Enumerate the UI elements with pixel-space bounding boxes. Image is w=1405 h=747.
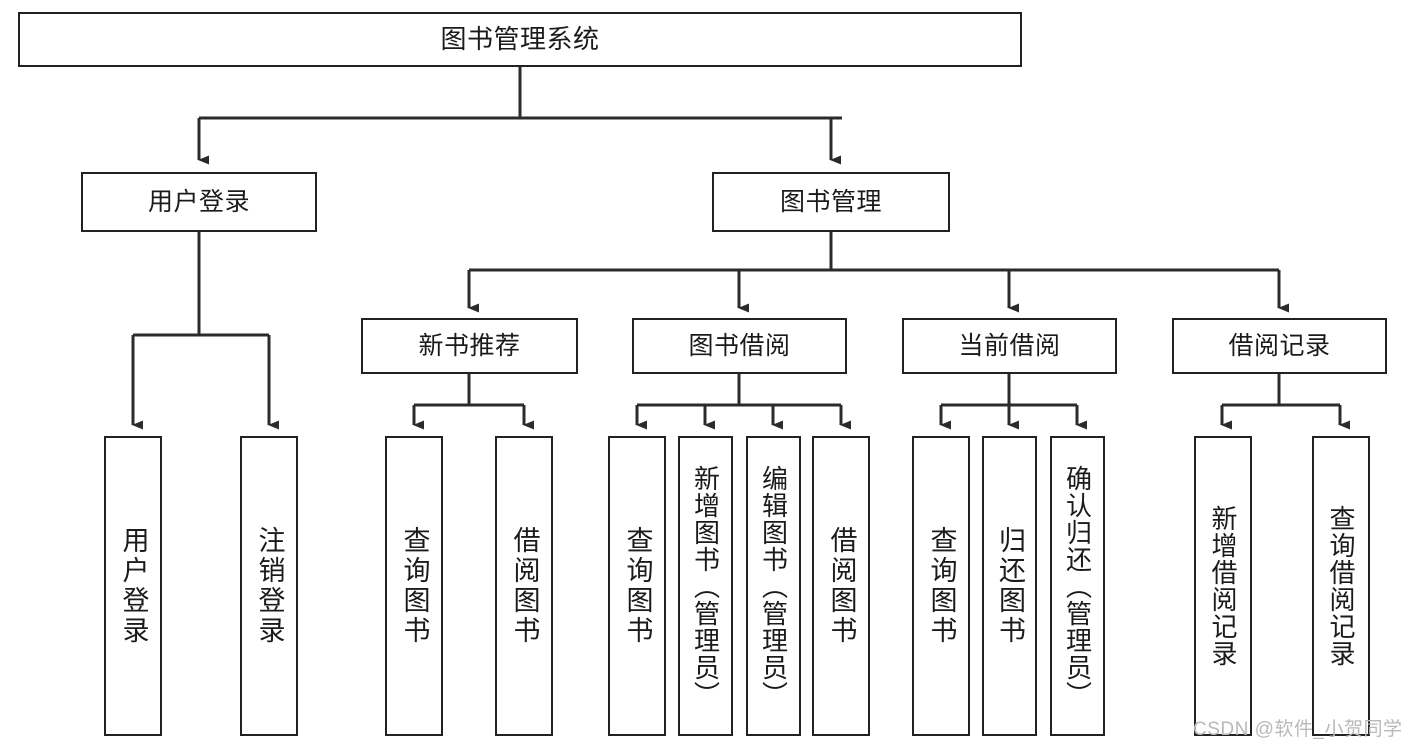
- node-user-login-label: 用户登录: [147, 188, 250, 216]
- node-root-label: 图书管理系统: [440, 23, 600, 54]
- node-leaf-user-logout-label: 注销登录: [254, 526, 285, 646]
- node-book-manage-label: 图书管理: [779, 188, 882, 216]
- node-leaf-query-book-3[interactable]: 查询图书: [912, 436, 970, 736]
- node-leaf-add-book-label: 新增图书（管理员）: [690, 464, 721, 708]
- node-leaf-query-book-2[interactable]: 查询图书: [608, 436, 666, 736]
- node-book-borrow-label: 图书借阅: [688, 332, 791, 360]
- node-leaf-edit-book[interactable]: 编辑图书（管理员）: [746, 436, 801, 736]
- node-leaf-query-book-1-label: 查询图书: [399, 526, 430, 646]
- csdn-watermark: CSDN @软件_小贺同学: [1193, 719, 1403, 740]
- node-leaf-confirm-return[interactable]: 确认归还（管理员）: [1050, 436, 1105, 736]
- node-current-borrow-label: 当前借阅: [958, 332, 1061, 360]
- node-borrow-record[interactable]: 借阅记录: [1172, 318, 1387, 374]
- node-leaf-query-record[interactable]: 查询借阅记录: [1312, 436, 1370, 736]
- node-new-book-rec-label: 新书推荐: [418, 332, 521, 360]
- node-book-manage[interactable]: 图书管理: [712, 172, 950, 232]
- node-leaf-user-login[interactable]: 用户登录: [104, 436, 162, 736]
- node-leaf-edit-book-label: 编辑图书（管理员）: [758, 464, 789, 708]
- node-leaf-return-book-label: 归还图书: [995, 526, 1025, 646]
- node-leaf-query-book-3-label: 查询图书: [926, 526, 957, 646]
- node-leaf-user-logout[interactable]: 注销登录: [240, 436, 298, 736]
- node-borrow-record-label: 借阅记录: [1228, 332, 1331, 360]
- node-leaf-add-record[interactable]: 新增借阅记录: [1194, 436, 1252, 736]
- node-leaf-borrow-book-2[interactable]: 借阅图书: [812, 436, 870, 736]
- node-book-borrow[interactable]: 图书借阅: [632, 318, 847, 374]
- node-leaf-borrow-book-1-label: 借阅图书: [509, 526, 540, 646]
- node-leaf-user-login-label: 用户登录: [118, 526, 149, 646]
- node-leaf-confirm-return-label: 确认归还（管理员）: [1062, 464, 1093, 708]
- node-root[interactable]: 图书管理系统: [18, 12, 1022, 67]
- node-leaf-query-record-label: 查询借阅记录: [1326, 505, 1356, 667]
- node-new-book-rec[interactable]: 新书推荐: [361, 318, 578, 374]
- node-current-borrow[interactable]: 当前借阅: [902, 318, 1117, 374]
- node-leaf-add-book[interactable]: 新增图书（管理员）: [678, 436, 733, 736]
- node-leaf-borrow-book-2-label: 借阅图书: [826, 526, 857, 646]
- node-leaf-return-book[interactable]: 归还图书: [982, 436, 1037, 736]
- node-leaf-borrow-book-1[interactable]: 借阅图书: [495, 436, 553, 736]
- node-leaf-query-book-1[interactable]: 查询图书: [385, 436, 443, 736]
- node-leaf-query-book-2-label: 查询图书: [622, 526, 653, 646]
- node-leaf-add-record-label: 新增借阅记录: [1208, 505, 1238, 667]
- node-user-login[interactable]: 用户登录: [81, 172, 317, 232]
